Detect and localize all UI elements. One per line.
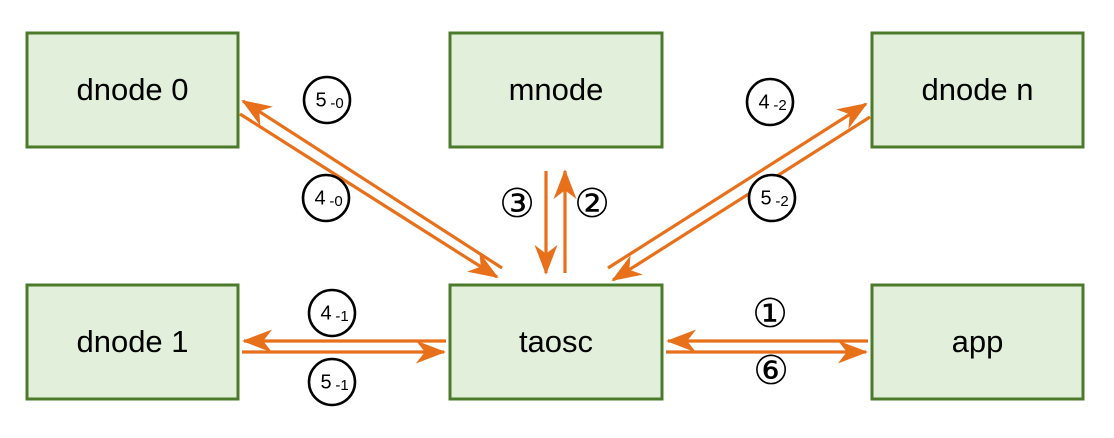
node-label: app: [952, 324, 1004, 359]
node-box-rect: [448, 31, 664, 149]
badge-label-main: 4: [320, 302, 331, 324]
badge-label-sub: -1: [335, 308, 348, 325]
badge-5-0: 5 -0: [302, 75, 352, 125]
badge-circle: [307, 357, 357, 407]
edge-5-0-arrow: [241, 99, 503, 270]
badge-6: ⑥: [753, 348, 789, 394]
edge-4-0-arrow: [239, 112, 499, 279]
node-dnode-1[interactable]: dnode 1: [25, 283, 240, 401]
badge-2: ②: [574, 181, 610, 227]
node-label: taosc: [519, 324, 593, 359]
badge-4-2: 4 -2: [745, 77, 795, 127]
node-app[interactable]: app: [870, 283, 1085, 401]
badge-label-main: 5: [315, 89, 326, 111]
node-label: dnode 1: [76, 324, 188, 359]
badge-5-2: 5 -2: [747, 173, 797, 223]
badge-circle: [747, 173, 797, 223]
node-label: mnode: [509, 72, 604, 107]
node-box-rect: [448, 283, 664, 401]
node-box-rect: [870, 31, 1085, 149]
node-label: dnode n: [921, 72, 1033, 107]
badge-1: ①: [752, 291, 788, 337]
node-box-rect: [25, 283, 240, 401]
badge-3: ③: [499, 181, 535, 227]
badge-circle: [745, 77, 795, 127]
edge-5-2-arrow: [611, 115, 871, 282]
node-dnode-0[interactable]: dnode 0: [25, 31, 240, 149]
node-taosc[interactable]: taosc: [448, 283, 664, 401]
badge-label-main: 5: [760, 187, 771, 209]
badge-label-sub: -0: [329, 193, 342, 210]
badge-label-main: 4: [758, 91, 769, 113]
badge-label-sub: -2: [775, 193, 788, 210]
badge-circle: [307, 288, 357, 338]
edge-4-2-arrow: [607, 102, 868, 270]
badge-circle: [302, 75, 352, 125]
node-label: dnode 0: [76, 72, 188, 107]
badge-4-0: 4 -0: [301, 173, 351, 223]
badge-label-sub: -1: [335, 377, 348, 394]
badge-circle: [301, 173, 351, 223]
badge-label-main: 5: [320, 371, 331, 393]
badge-label-sub: -2: [773, 97, 786, 114]
node-box-rect: [25, 31, 240, 149]
badge-4-1: 4 -1: [307, 288, 357, 338]
badge-5-1: 5 -1: [307, 357, 357, 407]
node-mnode[interactable]: mnode: [448, 31, 664, 149]
badge-label-main: 4: [314, 187, 325, 209]
node-dnode-n[interactable]: dnode n: [870, 31, 1085, 149]
badge-label-sub: -0: [330, 95, 343, 112]
node-box-rect: [870, 283, 1085, 401]
